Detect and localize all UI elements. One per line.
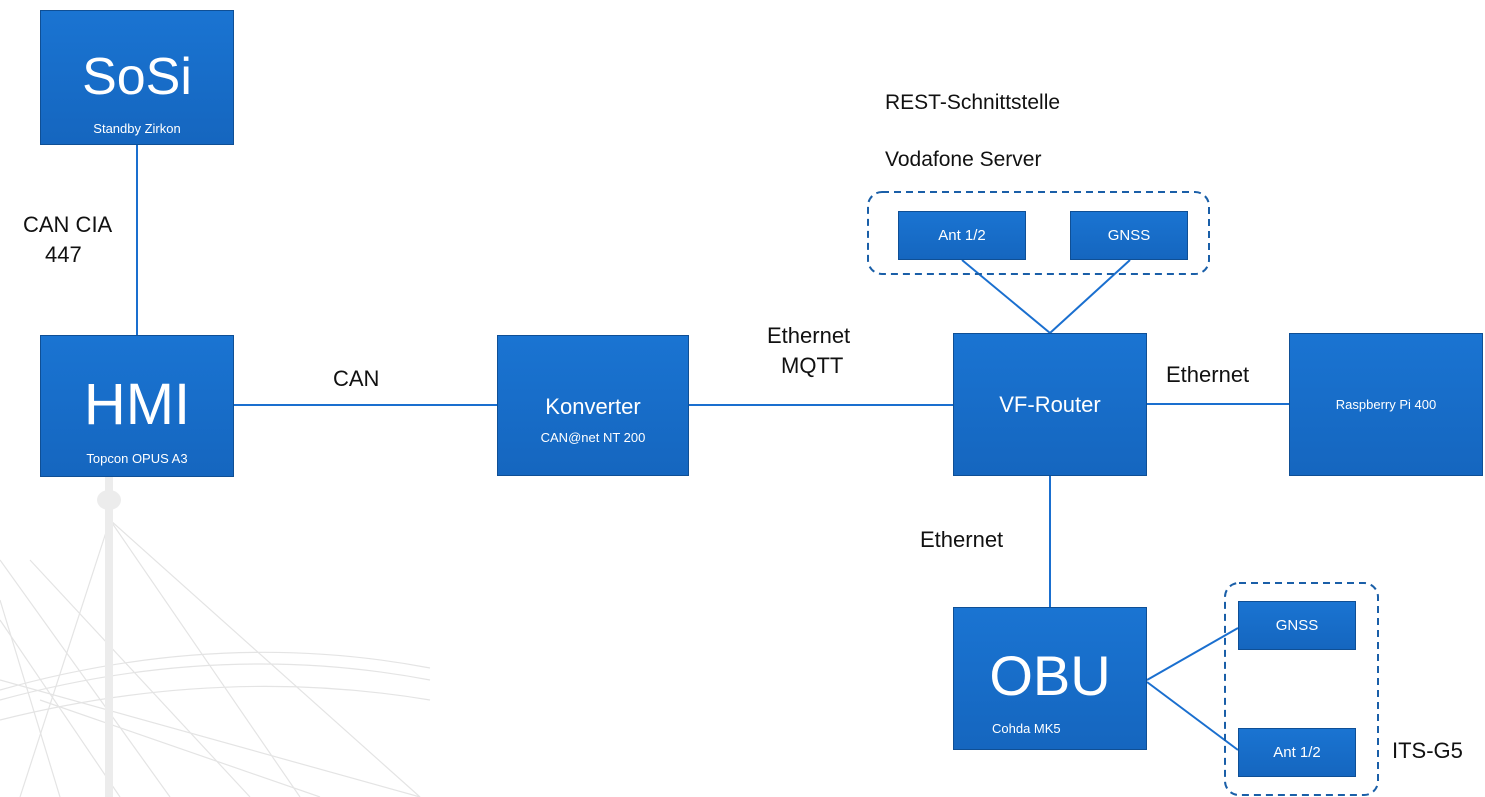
- label-ethernet-right: Ethernet: [1166, 362, 1250, 387]
- obu-title: OBU: [989, 644, 1111, 707]
- label-ethernet-down: Ethernet: [920, 527, 1004, 552]
- hmi-node[interactable]: HMI Topcon OPUS A3: [40, 335, 234, 477]
- label-rest-schnittstelle: REST-Schnittstelle: [885, 91, 1061, 114]
- label-vodafone-server: Vodafone Server: [885, 148, 1042, 171]
- raspberry-pi-title: Raspberry Pi 400: [1335, 397, 1437, 412]
- konverter-node[interactable]: Konverter CAN@net NT 200: [497, 335, 689, 476]
- sosi-title: SoSi: [82, 48, 192, 106]
- raspberry-pi-node[interactable]: Raspberry Pi 400: [1289, 333, 1483, 476]
- obu-ant-node[interactable]: Ant 1/2: [1238, 728, 1356, 777]
- obu-subtitle: Cohda MK5: [992, 721, 1061, 736]
- label-ethernet-mqtt-line2: MQTT: [781, 353, 844, 378]
- obu-gnss-node[interactable]: GNSS: [1238, 601, 1356, 650]
- label-can-cia-line2: 447: [45, 242, 82, 267]
- server-ant-title: Ant 1/2: [938, 227, 986, 244]
- label-ethernet-mqtt: Ethernet MQTT: [767, 321, 850, 381]
- server-gnss-node[interactable]: GNSS: [1070, 211, 1188, 260]
- label-can: CAN: [333, 366, 380, 391]
- obu-node[interactable]: OBU Cohda MK5: [953, 607, 1147, 750]
- label-its-g5: ITS-G5: [1392, 738, 1463, 763]
- hmi-subtitle: Topcon OPUS A3: [86, 451, 188, 466]
- server-ant-node[interactable]: Ant 1/2: [898, 211, 1026, 260]
- line-obu-ant: [1146, 681, 1239, 751]
- its-g5-group: [1224, 582, 1379, 796]
- label-can-cia: CAN CIA 447: [23, 210, 112, 270]
- line-obu-gnss: [1146, 627, 1239, 681]
- hmi-title: HMI: [83, 372, 191, 437]
- konverter-subtitle: CAN@net NT 200: [540, 430, 646, 445]
- vf-router-node[interactable]: VF-Router: [953, 333, 1147, 476]
- obu-ant-title: Ant 1/2: [1273, 744, 1321, 761]
- label-can-cia-line1: CAN CIA: [23, 212, 113, 237]
- server-gnss-title: GNSS: [1107, 227, 1151, 244]
- line-router-gnss: [1049, 259, 1131, 334]
- konverter-title: Konverter: [545, 394, 641, 419]
- line-router-ant: [961, 259, 1051, 334]
- vodafone-server-group: [867, 191, 1210, 275]
- vf-router-title: VF-Router: [999, 391, 1101, 417]
- sosi-subtitle: Standby Zirkon: [93, 121, 181, 136]
- sosi-node[interactable]: SoSi Standby Zirkon: [40, 10, 234, 145]
- label-ethernet-mqtt-line1: Ethernet: [767, 323, 851, 348]
- obu-gnss-title: GNSS: [1275, 617, 1319, 634]
